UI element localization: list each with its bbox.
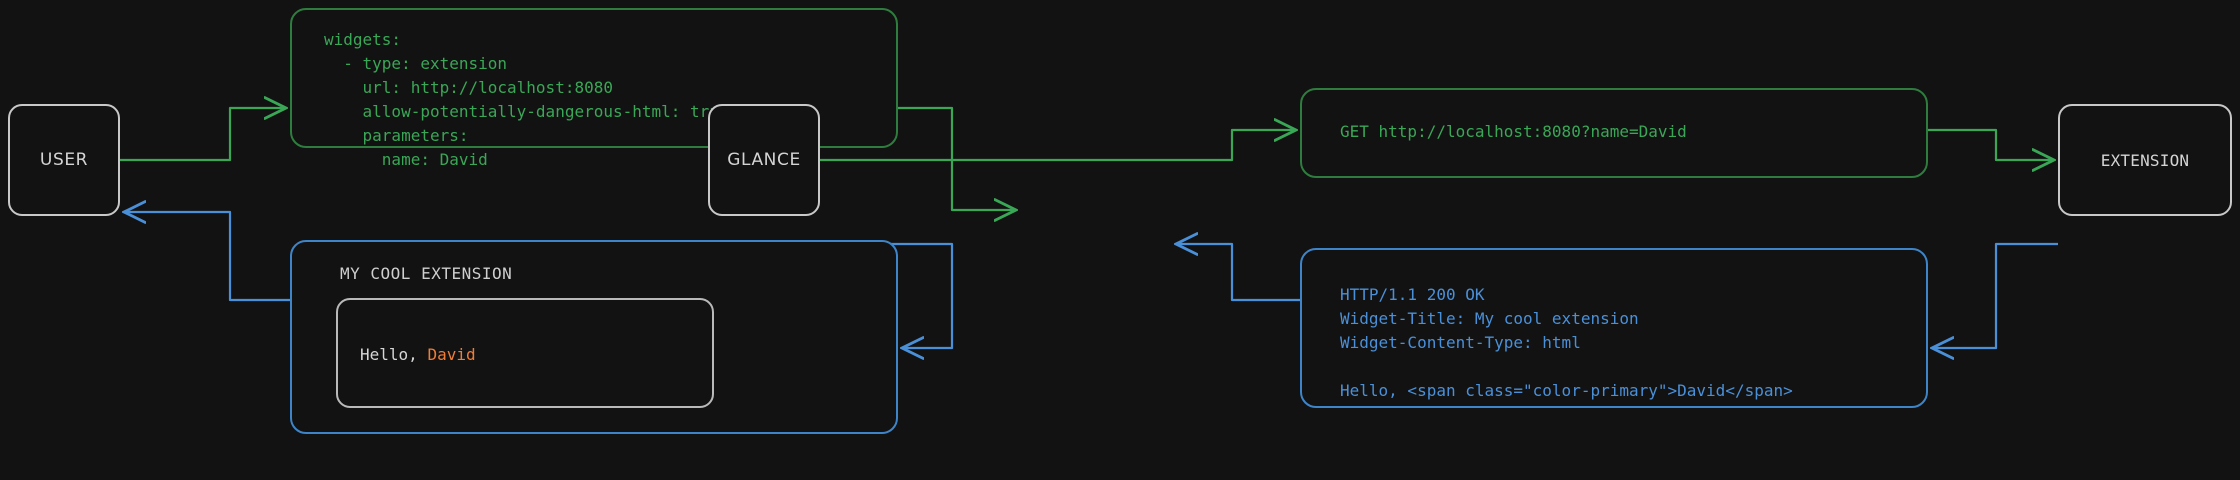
edge-request-to-extension — [1928, 128, 2054, 160]
http-response-text: HTTP/1.1 200 OK Widget-Title: My cool ex… — [1340, 285, 1793, 400]
node-user-label: USER — [39, 150, 89, 170]
node-extension-label: EXTENSION — [2100, 150, 2190, 170]
rendered-widget-box: MY COOL EXTENSION Hello, David — [290, 240, 898, 434]
node-extension[interactable]: EXTENSION — [2058, 104, 2232, 216]
edge-config-to-glance — [898, 106, 1016, 210]
http-response-box: HTTP/1.1 200 OK Widget-Title: My cool ex… — [1300, 248, 1928, 408]
edge-response-to-glance — [1176, 244, 1300, 302]
node-user[interactable]: USER — [8, 104, 120, 216]
edge-extension-to-response — [1932, 242, 2058, 348]
edge-render-to-user — [124, 212, 290, 302]
widget-card-name: David — [427, 345, 476, 364]
http-request-text: GET http://localhost:8080?name=David — [1340, 122, 1687, 141]
widget-card-text: Hello, David — [360, 345, 476, 364]
http-request-box: GET http://localhost:8080?name=David — [1300, 88, 1928, 178]
widget-card: Hello, David — [336, 298, 714, 408]
config-yaml-text: widgets: - type: extension url: http://l… — [324, 30, 729, 169]
widget-card-greeting: Hello, — [360, 345, 428, 364]
edge-user-to-config — [120, 108, 286, 162]
node-glance-label: GLANCE — [727, 150, 801, 170]
node-glance[interactable]: GLANCE — [708, 104, 820, 216]
widget-title: MY COOL EXTENSION — [340, 264, 513, 283]
